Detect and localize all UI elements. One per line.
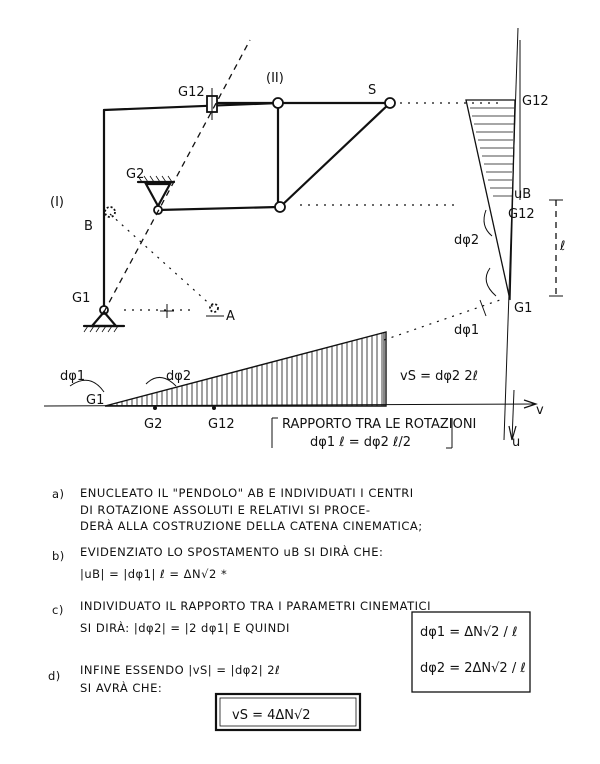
label-dphi2-right: dφ2: [454, 233, 479, 248]
label-base-G1: G1: [86, 393, 104, 408]
rotation-ratio-box: RAPPORTO TRA LE ROTAZIONI dφ1 ℓ = dφ2 ℓ/…: [271, 417, 476, 450]
absolute-centers-line: [103, 39, 251, 313]
note-line-9: SI AVRÀ CHE:: [80, 680, 162, 695]
label-S: S: [368, 83, 376, 98]
label-base-G12: G12: [208, 417, 235, 432]
label-member-II: (II): [266, 71, 284, 86]
note-line-3: DERÀ ALLA COSTRUZIONE DELLA CATENA CINEM…: [80, 518, 423, 533]
label-ell: ℓ: [559, 239, 565, 254]
label-axis-u: u: [512, 435, 520, 450]
frame-structure: [102, 101, 392, 312]
note-marker-a: a): [52, 487, 65, 501]
label-uB: uB: [514, 187, 531, 202]
label-member-I: (I): [50, 195, 64, 210]
label-base-G2: G2: [144, 417, 162, 432]
note-line-6: INDIVIDUATO IL RAPPORTO TRA I PARAMETRI …: [80, 599, 431, 613]
label-G1: G1: [72, 291, 90, 306]
label-axis-v: v: [536, 403, 544, 418]
label-G2: G2: [126, 167, 144, 182]
label-dphi1-bottom: dφ1: [60, 369, 85, 384]
label-G2-right: G12: [508, 207, 535, 222]
note-line-8: INFINE ESSENDO |vS| = |dφ2| 2ℓ: [80, 663, 280, 677]
rotation-ratio-title: RAPPORTO TRA LE ROTAZIONI: [282, 417, 476, 432]
rotation-ratio-formula: dφ1 ℓ = dφ2 ℓ/2: [310, 435, 411, 450]
result-dphi2: dφ2 = 2ΔN√2 / ℓ: [420, 661, 526, 676]
label-dphi1-right: dφ1: [454, 323, 479, 338]
label-G12: G12: [178, 85, 205, 100]
final-vs: vS = 4ΔN√2: [232, 708, 311, 723]
note-marker-d: d): [48, 669, 61, 683]
note-marker-c: c): [52, 603, 64, 617]
u-displacement-diagram: [465, 27, 563, 441]
point-B: [104, 206, 116, 218]
label-G12-right: G12: [522, 94, 549, 109]
g1-support: [82, 305, 126, 333]
notes-block: a) ENUCLEATO IL "PENDOLO" AB E INDIVIDUA…: [48, 486, 431, 695]
note-line-5: |uB| = |dφ1| ℓ = ΔN√2 *: [80, 567, 227, 581]
hinge-S: [384, 97, 396, 109]
label-dphi2-bottom: dφ2: [166, 369, 191, 384]
note-line-2: DI ROTAZIONE ASSOLUTI E RELATIVI SI PROC…: [80, 503, 371, 517]
label-B: B: [84, 219, 93, 234]
pendulum-AB: [109, 213, 215, 309]
hinge-bottom: [274, 201, 286, 213]
hinge-top: [272, 97, 284, 109]
g12-sleeve: [206, 88, 218, 120]
final-answer-box: vS = 4ΔN√2: [214, 692, 362, 732]
result-box: dφ1 = ΔN√2 / ℓ dφ2 = 2ΔN√2 / ℓ: [411, 611, 531, 693]
result-dphi1: dφ1 = ΔN√2 / ℓ: [420, 625, 517, 640]
label-G1-right: G1: [514, 301, 532, 316]
g2-support: [136, 175, 176, 215]
point-A-marker: [206, 303, 224, 317]
note-marker-b: b): [52, 549, 65, 563]
label-vS: vS = dφ2 2ℓ: [400, 369, 478, 384]
label-A: A: [226, 309, 235, 324]
note-line-4: EVIDENZIATO LO SPOSTAMENTO uB SI DIRÀ CH…: [80, 544, 383, 559]
note-line-1: ENUCLEATO IL "PENDOLO" AB E INDIVIDUATI …: [80, 486, 414, 500]
note-line-7: SI DIRÀ: |dφ2| = |2 dφ1| E QUINDI: [80, 620, 290, 635]
v-displacement-diagram: [43, 331, 538, 410]
